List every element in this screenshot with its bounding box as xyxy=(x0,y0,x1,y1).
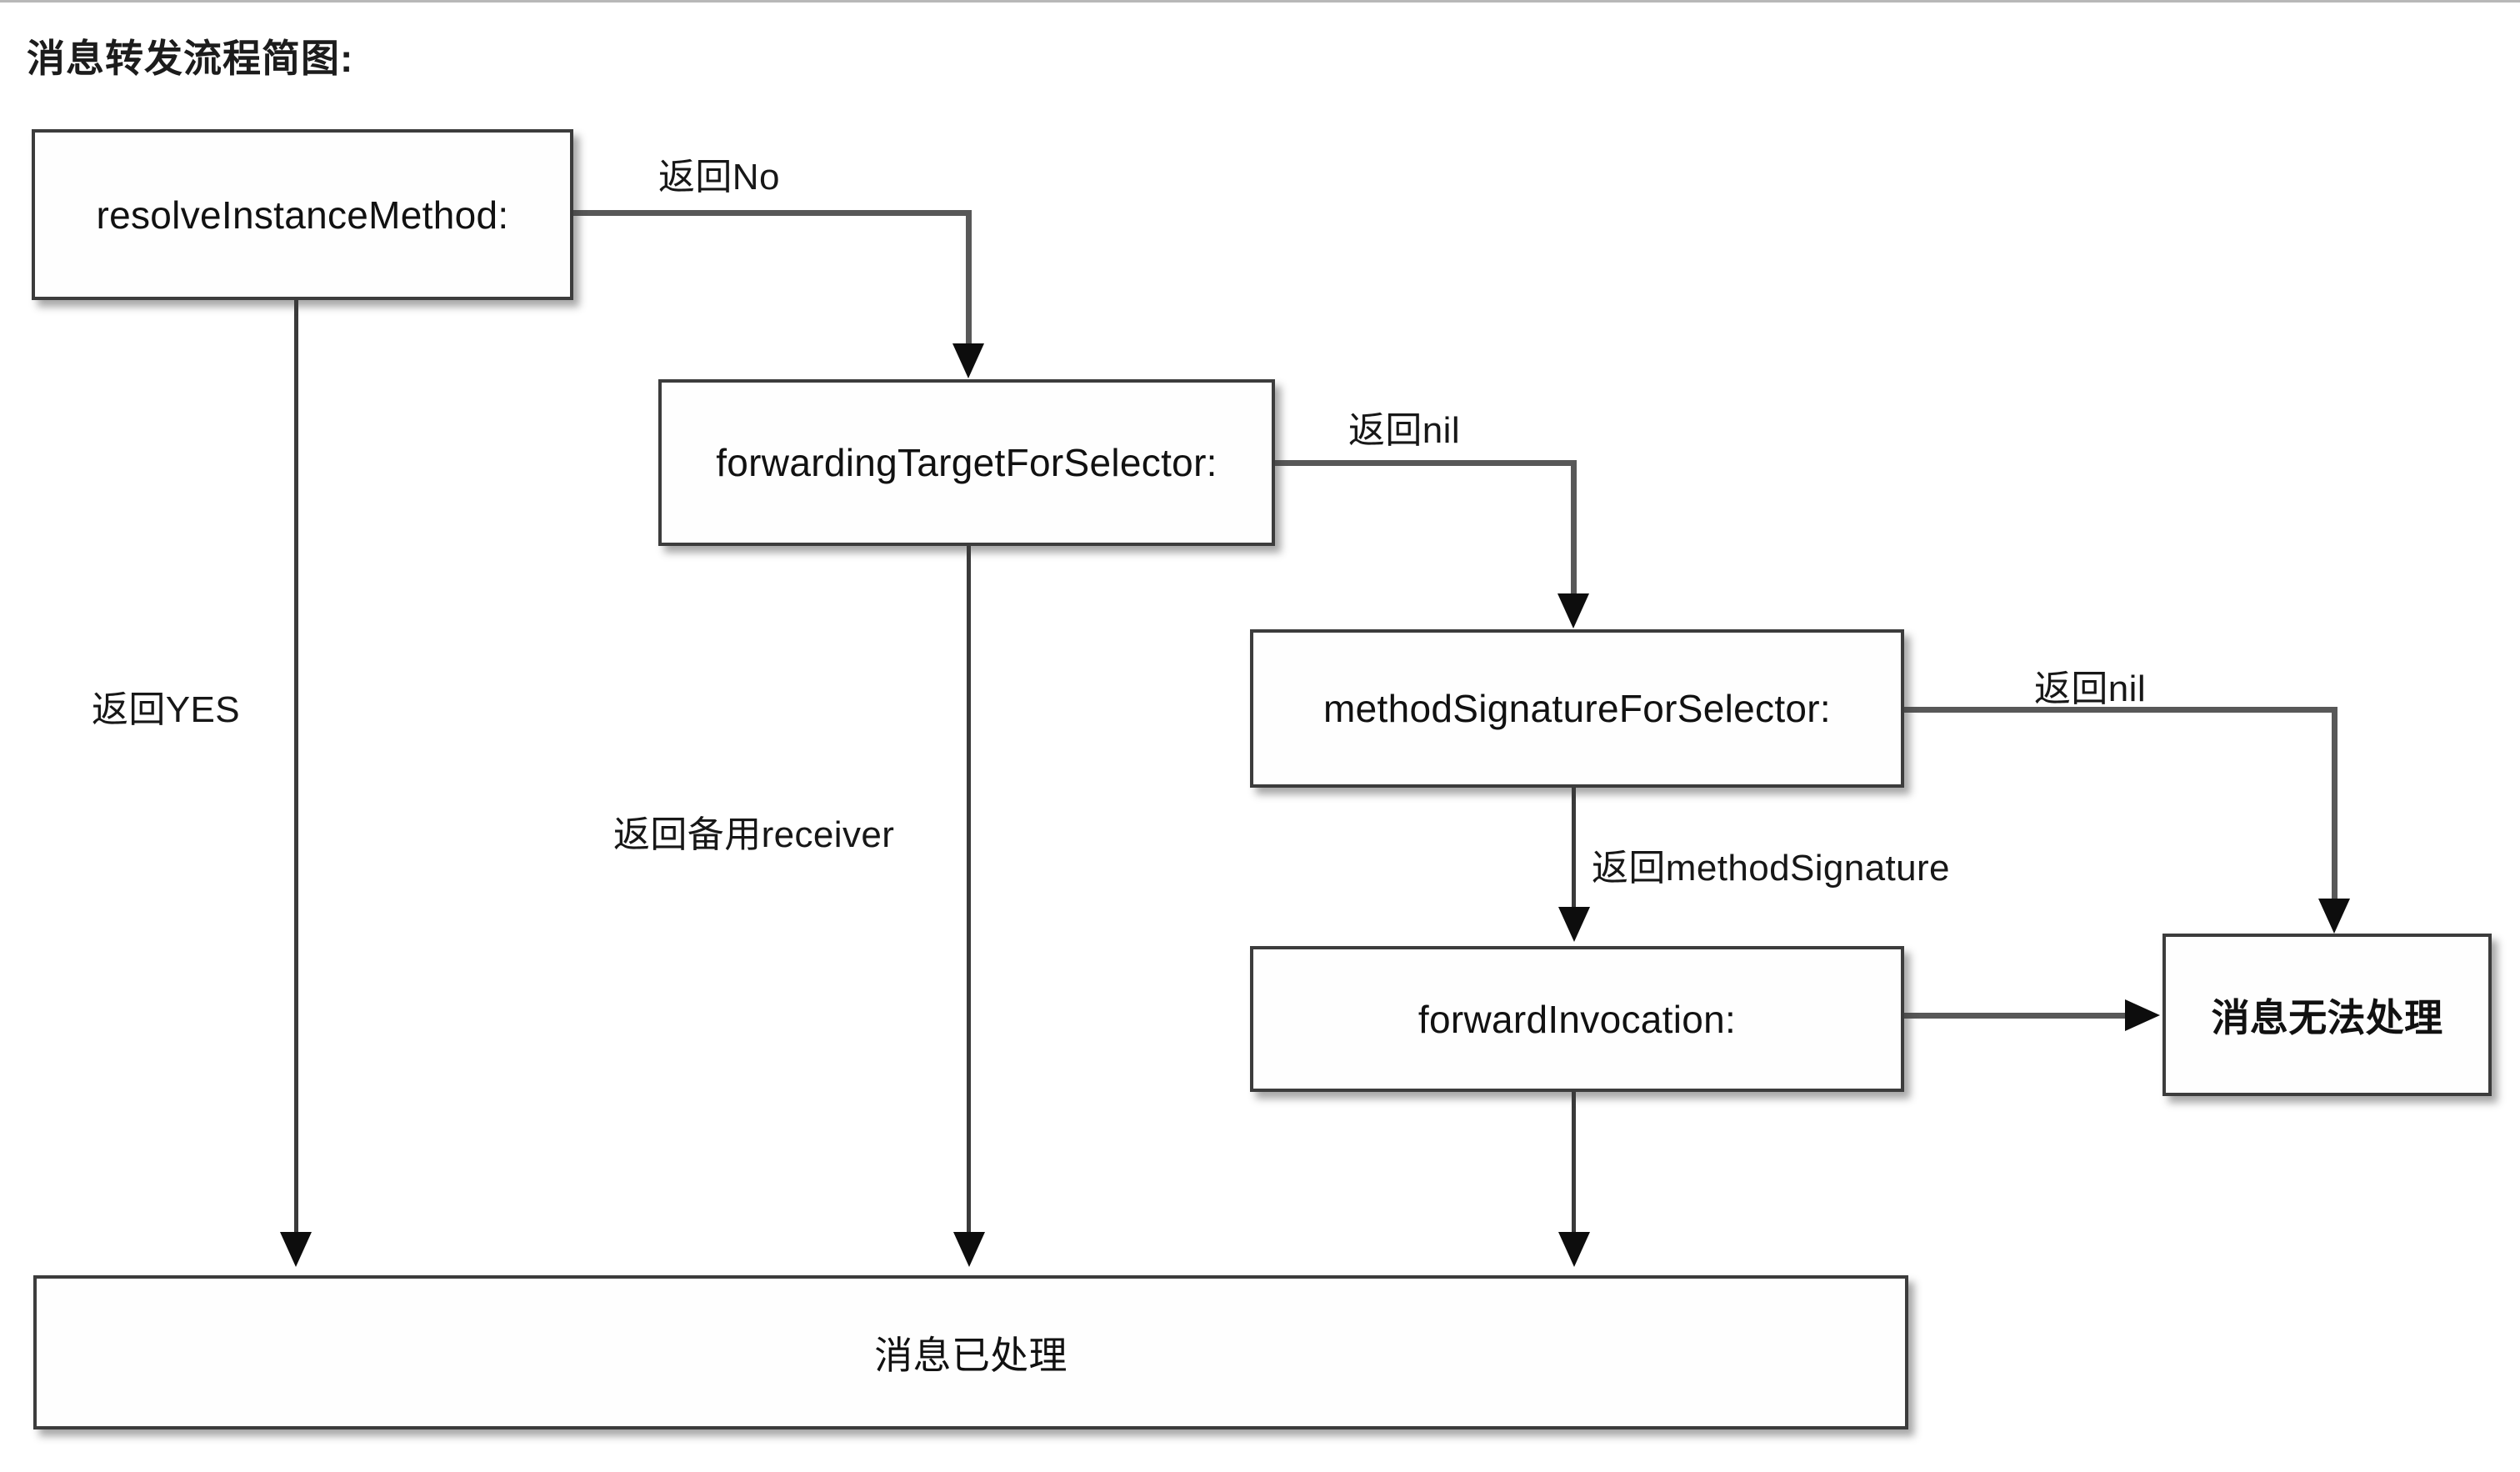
edge-forwarding-nil-vertical xyxy=(1571,460,1577,598)
edge-resolve-no-arrowhead xyxy=(952,343,984,378)
edge-label-resolve-yes: 返回YES xyxy=(92,689,241,730)
node-method-signature-for-selector[interactable]: methodSignatureForSelector: xyxy=(1250,629,1904,788)
node-label-resolve-instance-method: resolveInstanceMethod: xyxy=(96,193,509,237)
edge-invocation-handled-arrowhead xyxy=(1558,1232,1590,1267)
node-label-forward-invocation: forwardInvocation: xyxy=(1418,997,1737,1041)
edge-label-forwarding-receiver: 返回备用receiver xyxy=(613,814,895,855)
edge-signature-nil-vertical xyxy=(2332,707,2338,903)
node-resolve-instance-method[interactable]: resolveInstanceMethod: xyxy=(32,129,573,300)
node-label-message-unhandled: 消息无法处理 xyxy=(2211,995,2443,1039)
diagram-title: 消息转发流程简图: xyxy=(27,37,354,80)
edge-resolve-yes-vertical xyxy=(294,300,298,1234)
node-label-message-handled: 消息已处理 xyxy=(874,1333,1068,1377)
edge-invocation-unhandled-horizontal xyxy=(1904,1013,2128,1019)
edge-forwarding-receiver-arrowhead xyxy=(953,1232,985,1267)
top-divider xyxy=(0,0,2520,3)
edge-invocation-unhandled-arrowhead xyxy=(2125,999,2160,1031)
edge-forwarding-receiver-vertical xyxy=(967,546,971,1234)
edge-signature-ok-arrowhead xyxy=(1558,907,1590,942)
edge-resolve-no-vertical xyxy=(966,210,972,348)
node-forwarding-target-for-selector[interactable]: forwardingTargetForSelector: xyxy=(658,379,1275,546)
node-message-handled[interactable]: 消息已处理 xyxy=(33,1275,1908,1429)
edge-invocation-handled-vertical xyxy=(1572,1092,1576,1234)
node-label-method-signature-for-selector: methodSignatureForSelector: xyxy=(1323,687,1831,730)
node-forward-invocation[interactable]: forwardInvocation: xyxy=(1250,946,1904,1092)
edge-signature-nil-horizontal xyxy=(1904,707,2338,713)
edge-label-forwarding-nil: 返回nil xyxy=(1348,410,1461,451)
edge-label-signature-nil: 返回nil xyxy=(2034,668,2147,709)
edge-resolve-yes-arrowhead xyxy=(280,1232,312,1267)
edge-signature-nil-arrowhead xyxy=(2318,899,2350,934)
edge-signature-ok-vertical xyxy=(1572,788,1576,909)
node-message-unhandled[interactable]: 消息无法处理 xyxy=(2162,934,2492,1096)
edge-label-signature-ok: 返回methodSignature xyxy=(1592,848,1950,889)
node-label-forwarding-target-for-selector: forwardingTargetForSelector: xyxy=(716,441,1218,484)
edge-forwarding-nil-arrowhead xyxy=(1558,593,1589,628)
edge-forwarding-nil-horizontal xyxy=(1275,460,1577,466)
edge-label-resolve-no: 返回No xyxy=(658,157,780,198)
edge-resolve-no-horizontal xyxy=(573,210,972,216)
